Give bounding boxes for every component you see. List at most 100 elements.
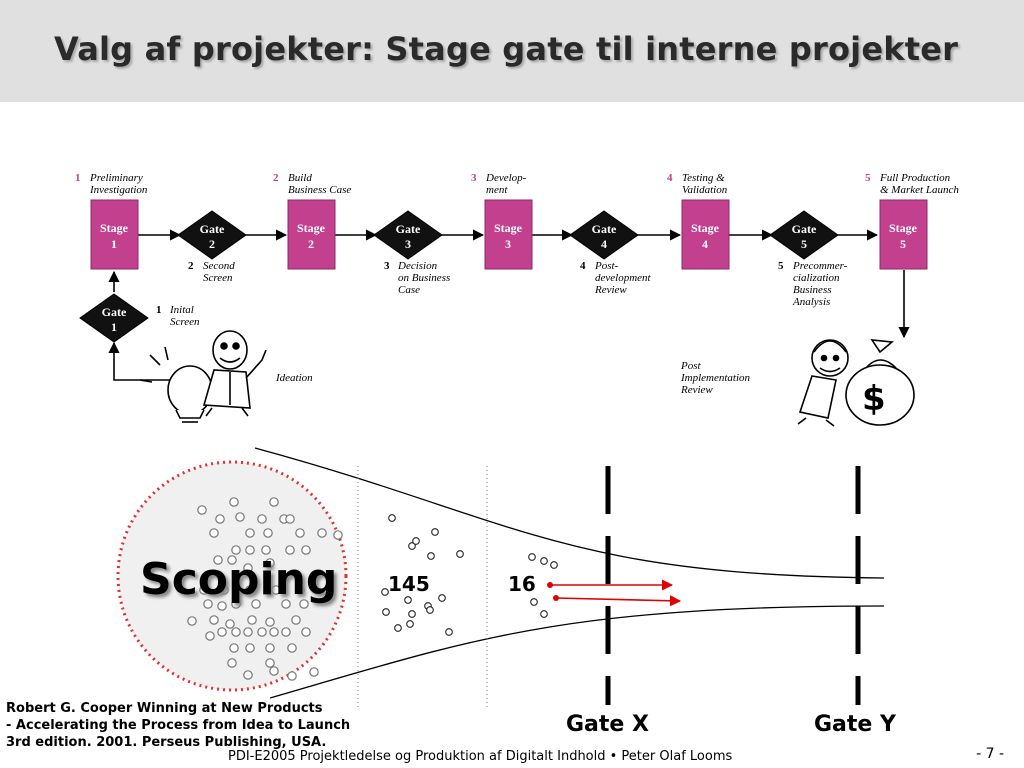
gate-5-caption-line2: cialization bbox=[793, 272, 840, 284]
dot bbox=[213, 555, 223, 565]
dot bbox=[257, 627, 267, 637]
gate-4-diamond bbox=[569, 210, 639, 260]
dot bbox=[301, 627, 311, 637]
dot bbox=[285, 514, 295, 524]
dot bbox=[281, 599, 291, 609]
stage-3-caption-line1: Develop- bbox=[485, 172, 527, 184]
dot bbox=[187, 616, 197, 626]
gate-4-number: 4 bbox=[601, 237, 607, 251]
red-arrow-2 bbox=[555, 595, 682, 607]
dot bbox=[227, 555, 237, 565]
dot bbox=[209, 615, 219, 625]
gate-1-caption-line1: Inital bbox=[169, 304, 194, 316]
dot bbox=[231, 627, 241, 637]
dot bbox=[245, 528, 255, 538]
gate-3-caption-number: 3 bbox=[384, 260, 390, 272]
stage-2-caption-number: 2 bbox=[273, 172, 279, 184]
dot bbox=[203, 599, 213, 609]
dot bbox=[229, 643, 239, 653]
stage-2-caption-line1: Build bbox=[288, 172, 312, 184]
dot bbox=[271, 585, 281, 595]
gate-5-caption-line1: Precommer- bbox=[792, 260, 848, 272]
stage-2-number: 2 bbox=[308, 237, 314, 251]
post-impl-line2: Implementation bbox=[680, 372, 751, 384]
dot bbox=[412, 537, 420, 545]
stage-5-caption-line2: & Market Launch bbox=[880, 184, 959, 196]
ideation-cartoon-icon bbox=[139, 330, 267, 423]
dot bbox=[299, 599, 309, 609]
dot bbox=[247, 615, 257, 625]
dot bbox=[287, 671, 297, 681]
dot bbox=[394, 624, 402, 632]
dot bbox=[291, 615, 301, 625]
project-dots-16 bbox=[528, 553, 558, 618]
gate-4-caption-line2: development bbox=[595, 272, 652, 284]
dot bbox=[217, 601, 227, 611]
dot bbox=[281, 627, 291, 637]
dot bbox=[427, 552, 435, 560]
idea-dots bbox=[187, 497, 343, 681]
funnel-top-curve bbox=[254, 447, 885, 579]
gate-3-caption-line1: Decision bbox=[397, 260, 438, 272]
ideation-label: Ideation bbox=[275, 372, 313, 384]
gate-5-caption-line3: Business bbox=[793, 284, 832, 296]
dot bbox=[217, 627, 227, 637]
gate-3-label: Gate bbox=[396, 222, 421, 236]
dot bbox=[540, 610, 548, 618]
dot bbox=[381, 588, 389, 596]
gate-1-diamond bbox=[79, 293, 149, 343]
dot bbox=[265, 617, 275, 627]
dot bbox=[265, 558, 275, 568]
dot bbox=[261, 545, 271, 555]
gate-4-caption-line1: Post- bbox=[594, 260, 619, 272]
money-bag-cartoon-icon: $ bbox=[797, 339, 915, 427]
svg-text:$: $ bbox=[862, 379, 886, 419]
dot bbox=[528, 553, 536, 561]
process-arrows bbox=[108, 229, 910, 381]
gate-5-label: Gate bbox=[792, 222, 817, 236]
post-impl-line1: Post bbox=[680, 360, 702, 372]
gate-4-label: Gate bbox=[592, 222, 617, 236]
scoping-label: Scoping bbox=[140, 554, 338, 605]
dot bbox=[295, 585, 305, 595]
dot bbox=[408, 542, 416, 550]
page-number: - 7 - bbox=[976, 746, 1004, 762]
dot bbox=[199, 585, 209, 595]
stage-1-caption-number: 1 bbox=[75, 172, 81, 184]
dot bbox=[445, 628, 453, 636]
gate-2-caption-line2: Screen bbox=[203, 272, 233, 284]
dot bbox=[265, 658, 275, 668]
citation-line-3: 3rd edition. 2001. Perseus Publishing, U… bbox=[6, 735, 327, 750]
dot bbox=[550, 561, 558, 569]
gate-3-number: 3 bbox=[405, 237, 411, 251]
stage-4-caption-line2: Validation bbox=[682, 184, 728, 196]
stage-4-box bbox=[681, 199, 730, 270]
stage-5-label: Stage bbox=[889, 221, 918, 235]
stage-4-label: Stage bbox=[691, 221, 720, 235]
gate-1-caption-line2: Screen bbox=[170, 316, 200, 328]
dot bbox=[219, 585, 229, 595]
citation-line-2: - Accelerating the Process from Idea to … bbox=[6, 718, 351, 733]
stage-1-caption-line1: Preliminary bbox=[89, 172, 143, 184]
stage-5-caption-line1: Full Production bbox=[879, 172, 951, 184]
stage-3-caption-line2: ment bbox=[486, 184, 508, 196]
dot bbox=[243, 670, 253, 680]
dot bbox=[269, 627, 279, 637]
dot bbox=[229, 497, 239, 507]
project-dots-145 bbox=[381, 514, 464, 636]
dot bbox=[269, 666, 279, 676]
citation: Robert G. Cooper Winning at New Products… bbox=[6, 700, 350, 751]
gate-2-caption-line1: Second bbox=[203, 260, 235, 272]
stage-3-caption-number: 3 bbox=[471, 172, 477, 184]
gate-3-caption-line3: Case bbox=[398, 284, 420, 296]
stage-4-caption-number: 4 bbox=[667, 172, 673, 184]
gate-2-label: Gate bbox=[200, 222, 225, 236]
gate-1-caption-number: 1 bbox=[156, 304, 162, 316]
dot bbox=[265, 643, 275, 653]
dot bbox=[406, 620, 414, 628]
stage-3-number: 3 bbox=[505, 237, 511, 251]
stage-2-label: Stage bbox=[297, 221, 326, 235]
dot bbox=[408, 610, 416, 618]
gate-5-caption-line4: Analysis bbox=[792, 296, 830, 308]
